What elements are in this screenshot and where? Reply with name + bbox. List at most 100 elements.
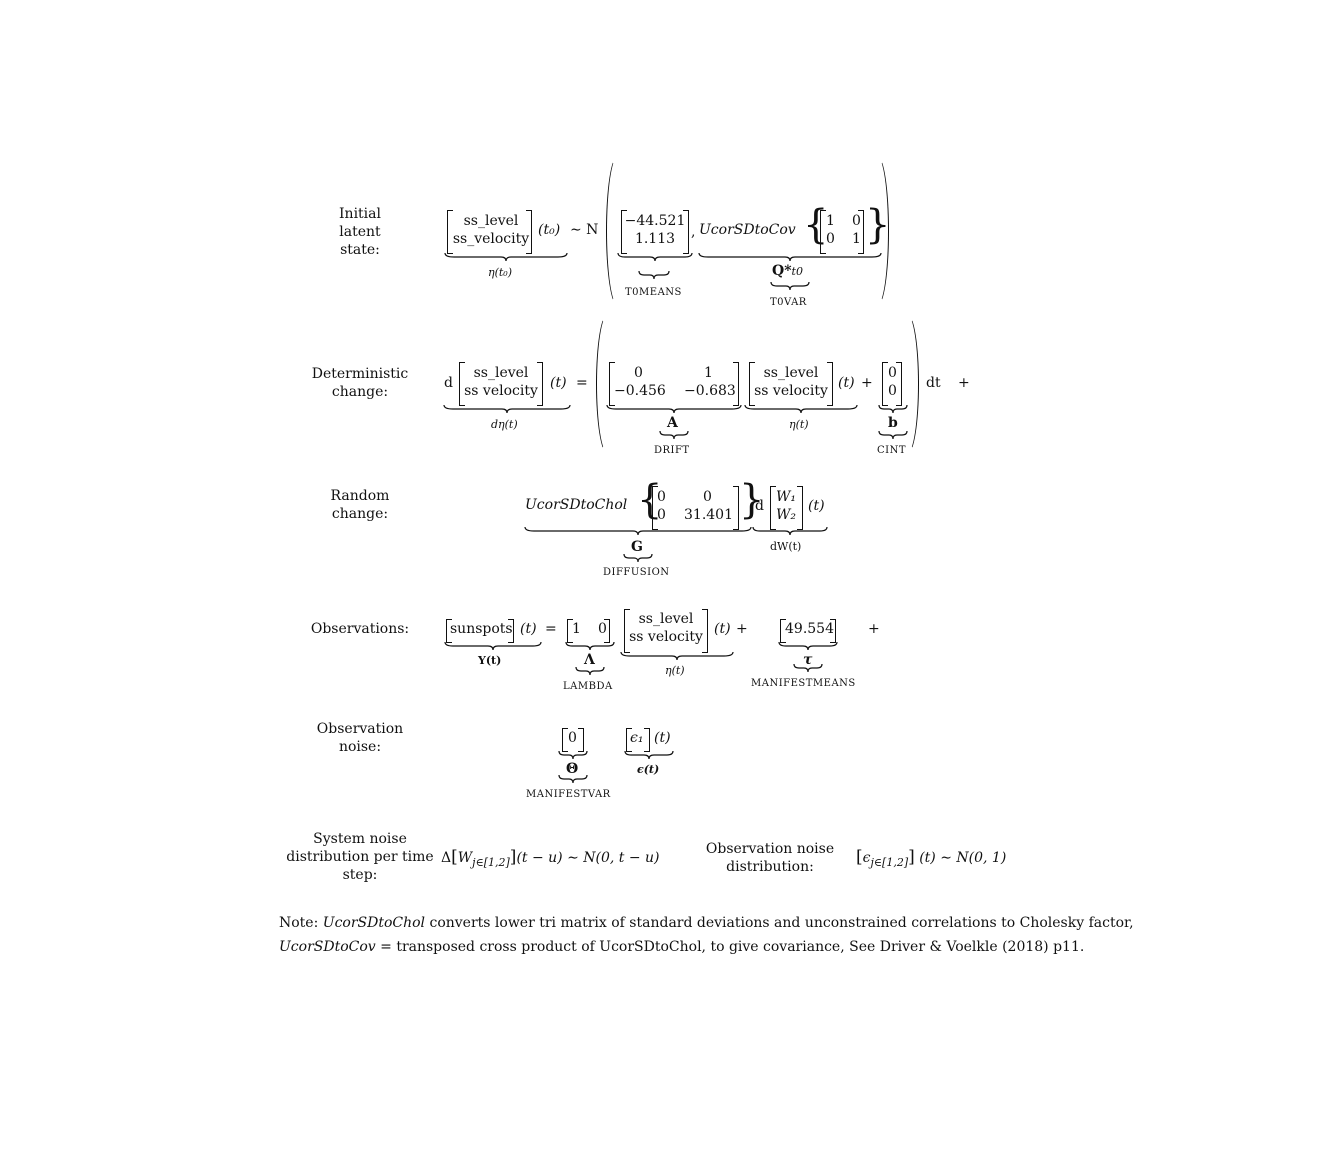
- state-level: ss_level: [463, 213, 519, 229]
- d-operator: d: [444, 375, 453, 391]
- underbrace-g-2: [623, 553, 653, 563]
- det-left-paren: [596, 314, 619, 454]
- lambda-label: LAMBDA: [563, 681, 613, 692]
- drift-11: 0: [634, 365, 643, 381]
- note-line-1: Note: UcorSDtoChol converts lower tri ma…: [279, 915, 1134, 931]
- random-d: d: [755, 498, 764, 514]
- underbrace-tau-2: [793, 663, 823, 673]
- y-label: Y(t): [478, 654, 502, 667]
- drift-label: DRIFT: [654, 445, 690, 454]
- w2: W₂: [776, 507, 797, 523]
- epsilon-1: ϵ₁: [630, 730, 644, 746]
- underbrace-q: [698, 252, 882, 262]
- right-curly: }: [865, 202, 891, 248]
- underbrace-b-2: [878, 430, 908, 440]
- underbrace-b: [878, 404, 908, 414]
- t0var-22: 1: [852, 231, 861, 247]
- det-plus: +: [861, 375, 873, 391]
- diff-21: 0: [657, 507, 666, 523]
- det-equals: =: [576, 375, 588, 391]
- manifest-mean: 49.554: [785, 621, 834, 637]
- lambda-symbol: Λ: [584, 652, 595, 668]
- w1: W₁: [776, 489, 797, 505]
- det-right-paren: [896, 314, 919, 454]
- label-deterministic-change: Deterministic change:: [311, 366, 409, 400]
- underbrace-q-2: [770, 281, 810, 291]
- eta-t-arg: (t): [838, 375, 855, 391]
- label-observations: Observations:: [310, 621, 410, 637]
- underbrace-theta-2: [558, 774, 588, 784]
- underbrace-t0means: [617, 252, 693, 262]
- underbrace-eta: [744, 404, 858, 414]
- eta-t0-label: η(t₀): [488, 266, 513, 279]
- lambda-2: 0: [598, 621, 607, 637]
- state-velocity: ss_velocity: [452, 231, 530, 247]
- t0var-11: 1: [826, 213, 835, 229]
- label-observation-noise-distribution: Observation noise distribution:: [705, 841, 835, 875]
- dw-label: dW(t): [770, 540, 802, 553]
- cint-2: 0: [888, 383, 897, 399]
- underbrace-g: [524, 526, 752, 536]
- eta-label: η(t): [789, 418, 809, 431]
- label-initial-state: Initial latent state:: [339, 206, 381, 258]
- random-t-arg: (t): [808, 498, 825, 514]
- random-right-curly: }: [739, 477, 765, 523]
- b-symbol: b: [888, 415, 898, 431]
- underbrace-d-eta: [443, 404, 571, 414]
- a-symbol: A: [667, 415, 678, 431]
- obs-trailing-plus: +: [868, 621, 880, 637]
- diff-11: 0: [657, 489, 666, 505]
- initial-right-paren: [866, 156, 889, 306]
- underbrace-lambda: [565, 641, 615, 651]
- t0-mean-2: 1.113: [634, 231, 676, 247]
- det-state-velocity: ss velocity: [464, 383, 538, 399]
- initial-left-paren: [606, 156, 629, 306]
- underbrace-tau: [778, 641, 838, 651]
- obs-eta-level: ss_level: [638, 611, 694, 627]
- obs-eta-t-arg: (t): [714, 621, 731, 637]
- label-system-noise-distribution: System noise distribution per time step:: [286, 831, 434, 883]
- cint-label: CINT: [877, 445, 907, 456]
- t0means-label: T0MEANS: [625, 287, 682, 298]
- system-noise-distribution: Δ[Wj∈[1,2]](t − u) ∼ N(0, t − u): [441, 847, 660, 869]
- diff-22: 31.401: [684, 507, 733, 523]
- manifestvar-label: MANIFESTVAR: [526, 789, 611, 800]
- eps-t-arg: (t): [654, 730, 671, 746]
- q-star-symbol: Q*t0: [772, 263, 803, 279]
- underbrace-obs-eta: [620, 651, 734, 661]
- tau-symbol: τ: [803, 652, 813, 668]
- g-symbol: G: [631, 539, 643, 555]
- ucorsdtocov-func: UcorSDtoCov: [699, 222, 796, 238]
- note-line-2: UcorSDtoCov = transposed cross product o…: [279, 939, 1085, 955]
- d-eta-label: dη(t): [491, 418, 518, 431]
- observation-noise-distribution: [ϵj∈[1,2]] (t) ∼ N(0, 1): [856, 847, 1007, 869]
- underbrace-a-2: [659, 430, 689, 440]
- label-observation-noise: Observation noise:: [316, 721, 404, 755]
- obs-eta-velocity: ss velocity: [629, 629, 703, 645]
- underbrace-t0means-2: [638, 270, 670, 280]
- lambda-1: 1: [572, 621, 581, 637]
- det-state-level: ss_level: [473, 365, 529, 381]
- cint-1: 0: [888, 365, 897, 381]
- drift-12: 1: [704, 365, 713, 381]
- underbrace-theta: [558, 750, 588, 760]
- obs-equals: =: [545, 621, 557, 637]
- underbrace-eta-t0: [444, 252, 568, 262]
- theta-symbol: Θ: [566, 761, 579, 777]
- det-trailing-plus: +: [958, 375, 970, 391]
- underbrace-dw: [752, 526, 828, 536]
- drift-22: −0.683: [684, 383, 736, 399]
- underbrace-lambda-2: [575, 666, 605, 676]
- eta-level: ss_level: [763, 365, 819, 381]
- normal-dist-symbol: ∼ N: [570, 222, 599, 238]
- manifestmeans-label: MANIFESTMEANS: [751, 678, 856, 689]
- eta-velocity: ss velocity: [754, 383, 828, 399]
- label-random-change: Random change:: [330, 488, 390, 522]
- eps-label: ϵ(t): [637, 763, 660, 776]
- drift-21: −0.456: [614, 383, 666, 399]
- comma: ,: [691, 224, 696, 240]
- underbrace-y: [444, 641, 542, 651]
- t0var-21: 0: [826, 231, 835, 247]
- ucorsdtochol-func: UcorSDtoChol: [525, 497, 628, 513]
- left-curly: {: [803, 202, 829, 248]
